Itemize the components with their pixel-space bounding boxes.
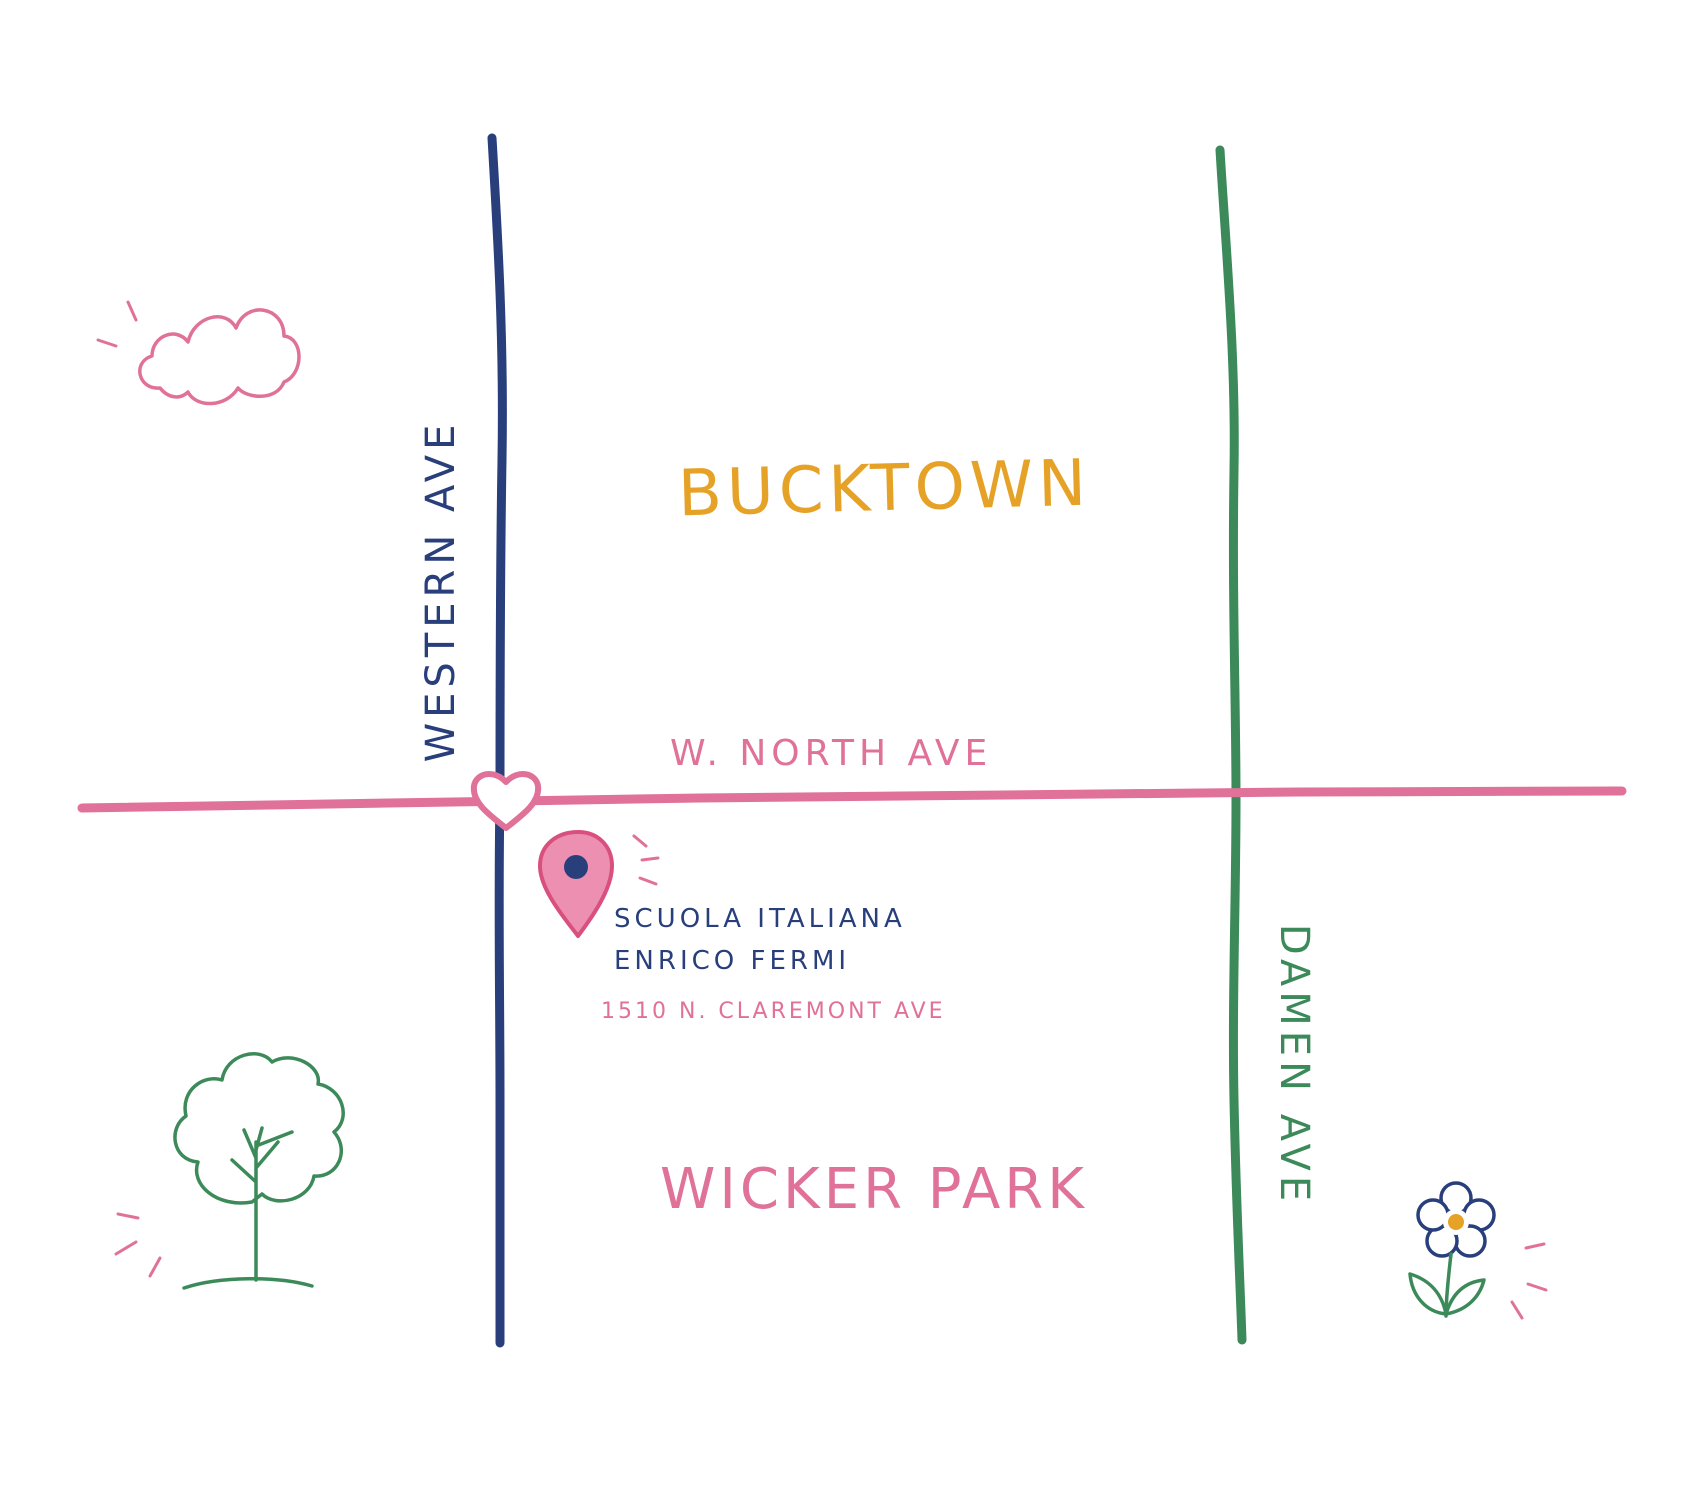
school-name-line1: SCUOLA ITALIANA xyxy=(614,904,906,934)
bucktown-label: BUCKTOWN xyxy=(677,446,1092,532)
location-pin-icon xyxy=(538,830,660,938)
north-ave-label: W. NORTH AVE xyxy=(670,733,993,774)
wicker-park-label: WICKER PARK xyxy=(660,1157,1088,1222)
flower-icon xyxy=(1408,1181,1548,1320)
damen-ave-label: DAMEN AVE xyxy=(1271,923,1317,1207)
school-address: 1510 N. CLAREMONT AVE xyxy=(601,999,946,1024)
tree-icon xyxy=(114,1052,345,1290)
school-name-line2: ENRICO FERMI xyxy=(614,946,851,976)
cloud-icon xyxy=(96,300,301,406)
western-ave-label: WESTERN AVE xyxy=(418,419,464,763)
heart-icon xyxy=(470,771,542,831)
damen-ave-road xyxy=(1215,145,1247,1345)
north-ave-road xyxy=(77,786,1627,813)
western-ave-road xyxy=(487,133,507,1348)
